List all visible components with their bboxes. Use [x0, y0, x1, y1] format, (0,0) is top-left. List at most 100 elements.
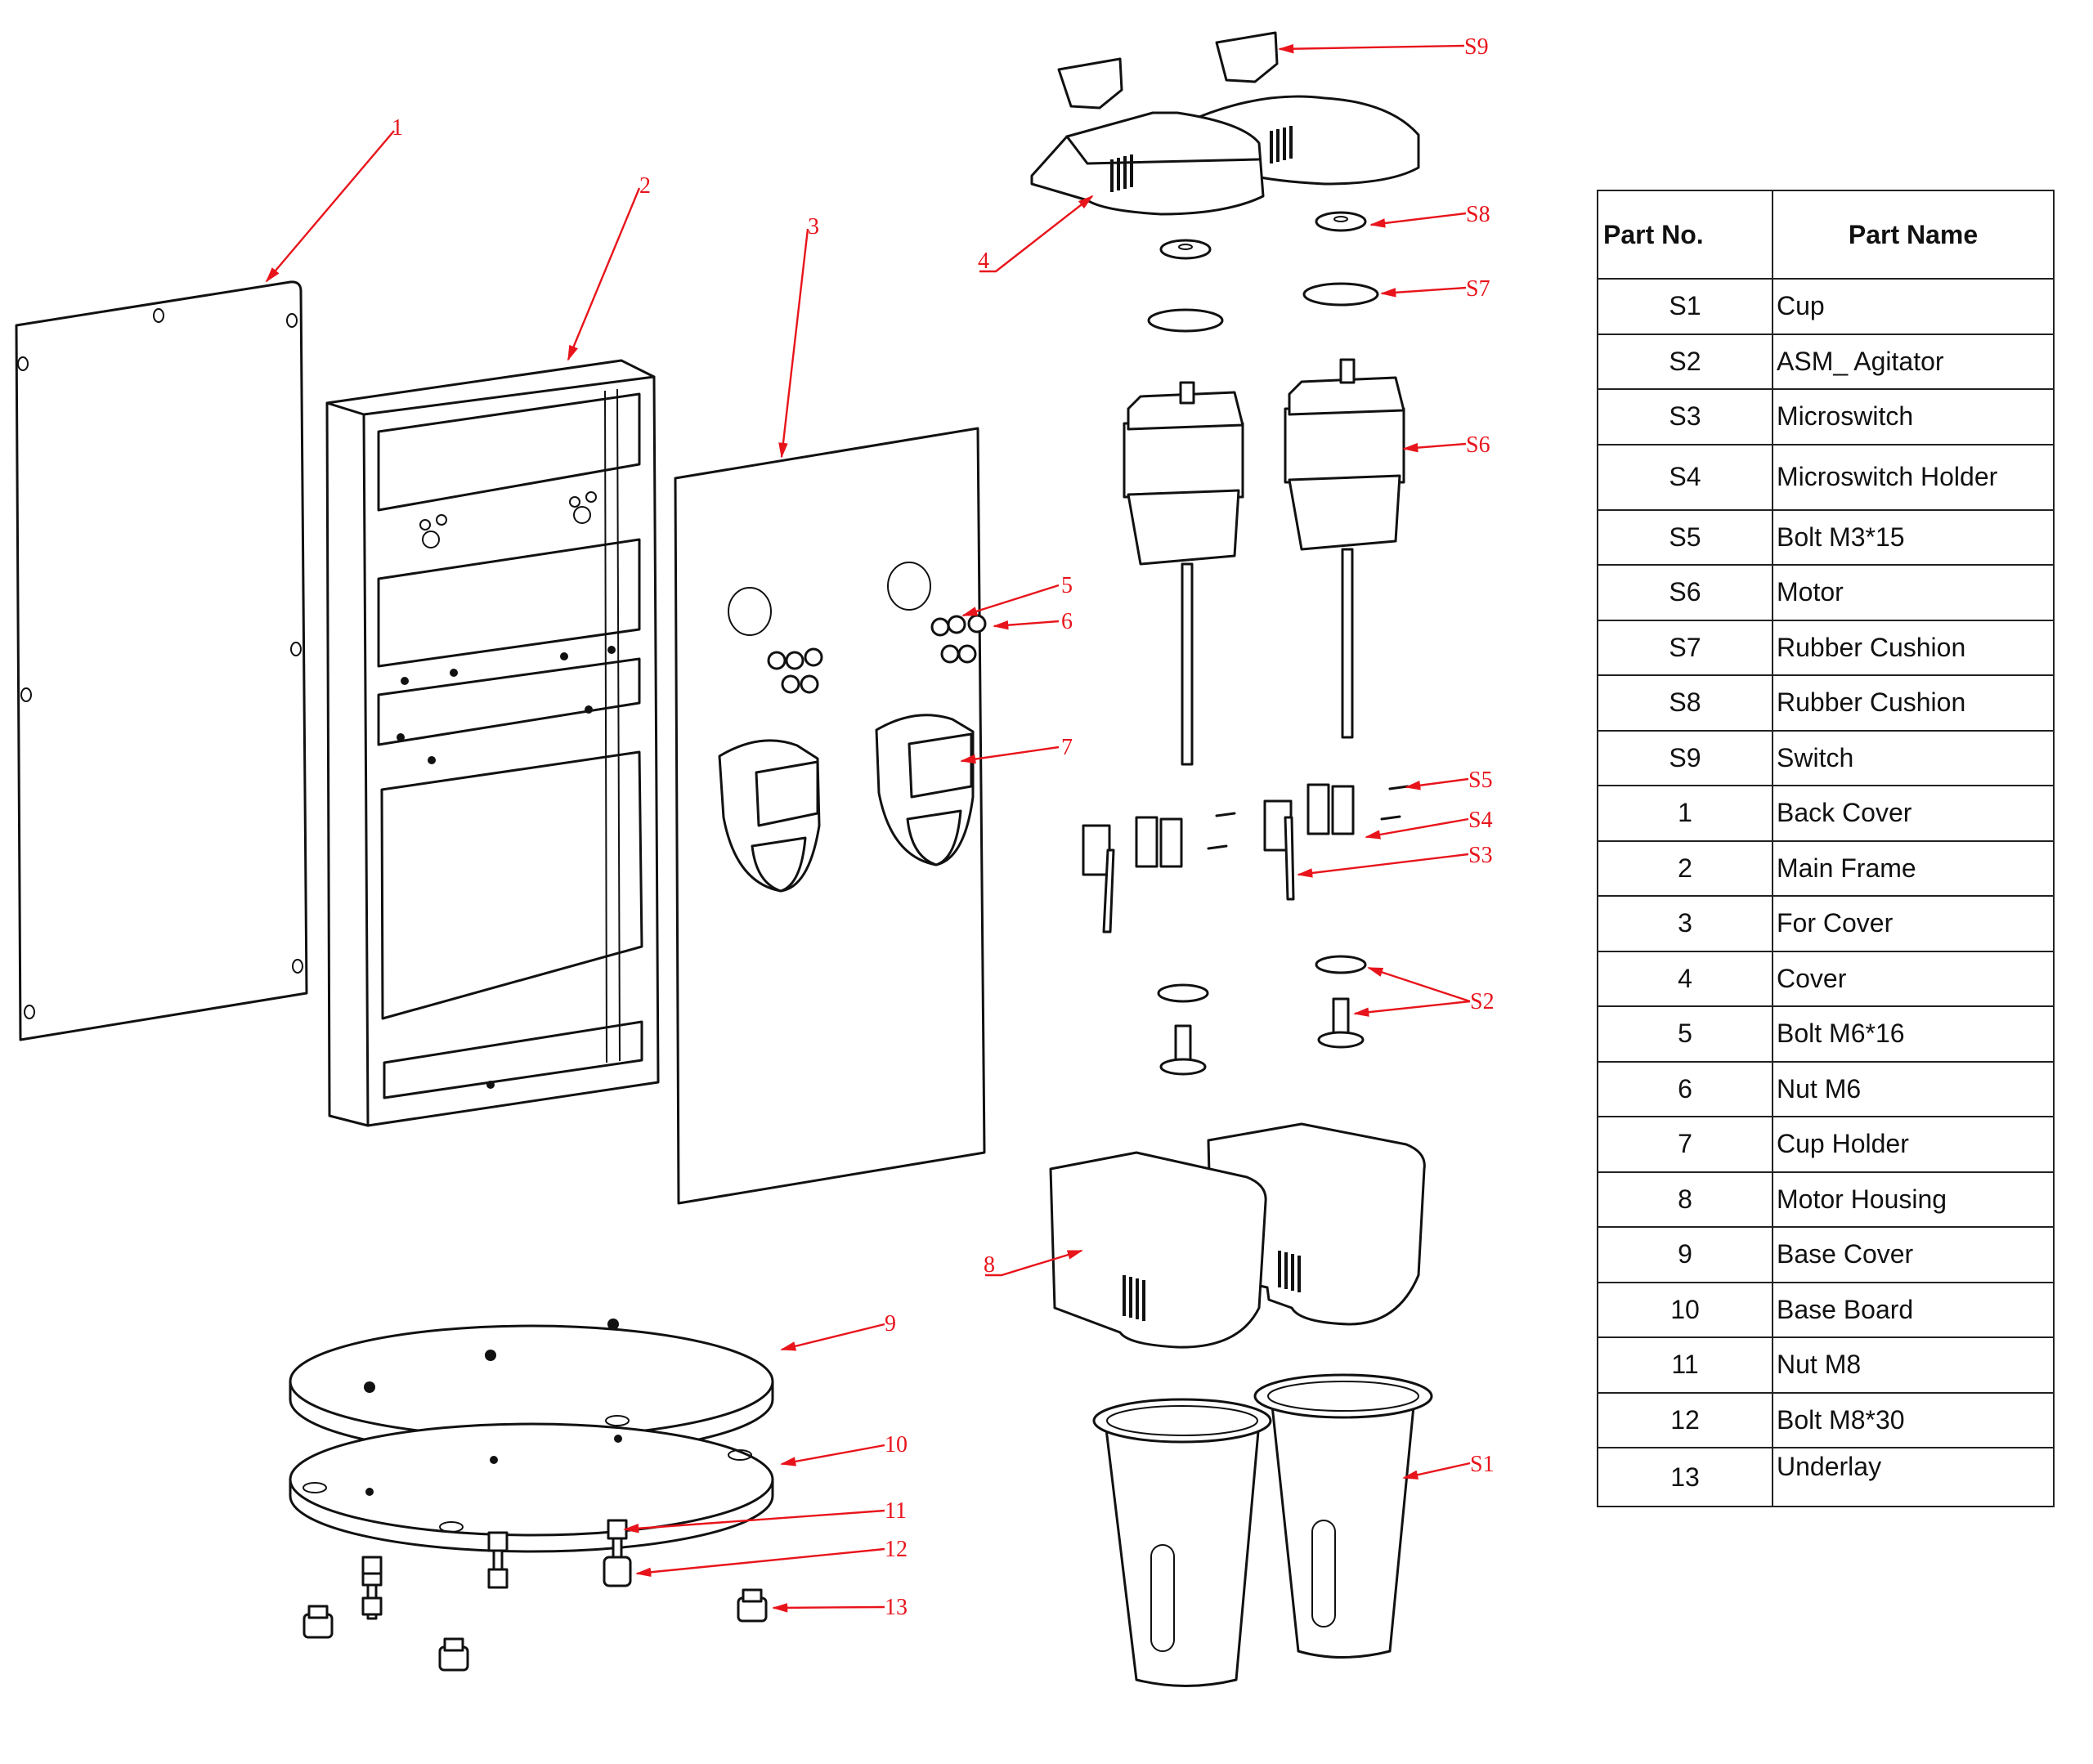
part-name-cell: Nut M8 — [1772, 1336, 2055, 1394]
cup-part — [1092, 1373, 1433, 1687]
callout-S7: S7 — [1380, 276, 1490, 302]
svg-text:S6: S6 — [1466, 432, 1490, 458]
callout-1: 1 — [265, 115, 403, 283]
callout-6: 6 — [993, 609, 1073, 634]
part-no-cell: S6 — [1597, 564, 1773, 621]
svg-text:11: 11 — [885, 1498, 907, 1524]
rubber-cushion-part — [1147, 211, 1379, 333]
svg-text:6: 6 — [1061, 609, 1073, 634]
part-name-cell: Nut M6 — [1772, 1060, 2055, 1117]
svg-text:4: 4 — [978, 248, 989, 274]
svg-text:7: 7 — [1061, 735, 1073, 760]
part-no-cell: 10 — [1597, 1281, 1773, 1338]
part-no-cell: 5 — [1597, 1005, 1773, 1063]
callout-S6: S6 — [1402, 432, 1490, 458]
part-name-cell: Main Frame — [1772, 839, 2055, 897]
part-name-cell: Bolt M8*30 — [1772, 1391, 2055, 1448]
part-name-cell: For Cover — [1772, 895, 2055, 952]
part-name-cell: Rubber Cushion — [1772, 674, 2055, 732]
part-no-cell: S9 — [1597, 729, 1773, 786]
part-no-cell: S4 — [1597, 443, 1773, 511]
part-no-cell: 4 — [1597, 950, 1773, 1007]
part-name-cell: Microswitch — [1772, 388, 2055, 445]
callout-11: 11 — [623, 1498, 907, 1533]
microswitch-part — [1082, 799, 1295, 933]
switch-part — [1057, 31, 1279, 110]
svg-text:8: 8 — [984, 1252, 995, 1278]
part-name-cell: Rubber Cushion — [1772, 619, 2055, 676]
part-name-cell: Back Cover — [1772, 785, 2055, 842]
part-no-cell: S2 — [1597, 333, 1773, 390]
top-cover-part — [1030, 95, 1420, 216]
part-no-cell: 9 — [1597, 1226, 1773, 1283]
base-bolt-nut-part — [361, 1519, 632, 1620]
base-board-part — [289, 1415, 774, 1553]
callout-5: 5 — [961, 573, 1073, 617]
parts-table-header: Part No. Part Name — [1597, 190, 2055, 280]
svg-text:S2: S2 — [1470, 989, 1495, 1014]
part-name-cell: Microswitch Holder — [1772, 443, 2055, 511]
callout-4: 4 — [978, 195, 1094, 274]
part-name-cell: Bolt M3*15 — [1772, 508, 2055, 566]
callout-8: 8 — [984, 1249, 1083, 1278]
part-name-cell: Base Board — [1772, 1281, 2055, 1338]
svg-text:S7: S7 — [1466, 276, 1490, 302]
callout-S5: S5 — [1405, 768, 1493, 793]
part-no-cell: S3 — [1597, 388, 1773, 445]
svg-text:S1: S1 — [1470, 1452, 1495, 1477]
callout-S1: S1 — [1402, 1452, 1495, 1480]
svg-text:9: 9 — [885, 1311, 896, 1336]
svg-text:S5: S5 — [1468, 768, 1493, 793]
part-no-cell: S8 — [1597, 674, 1773, 732]
part-no-cell: 11 — [1597, 1336, 1773, 1394]
svg-text:13: 13 — [885, 1595, 908, 1620]
part-no-cell: 7 — [1597, 1116, 1773, 1173]
part-name-cell: Bolt M6*16 — [1772, 1005, 2055, 1063]
header-part-name: Part Name — [1772, 190, 2055, 280]
part-name-cell: Underlay — [1772, 1447, 2055, 1507]
motor-housing-part — [1049, 1122, 1426, 1349]
svg-text:S8: S8 — [1466, 202, 1490, 227]
part-no-cell: 12 — [1597, 1391, 1773, 1448]
front-cover-part — [674, 427, 987, 1205]
part-no-cell: 3 — [1597, 895, 1773, 952]
callout-7: 7 — [960, 735, 1073, 764]
part-name-cell: Cover — [1772, 950, 2055, 1007]
callout-13: 13 — [772, 1595, 908, 1620]
svg-text:12: 12 — [885, 1537, 908, 1562]
bolt-nut-cluster — [767, 614, 987, 694]
callout-S9: S9 — [1278, 34, 1489, 60]
part-name-cell: Cup — [1772, 278, 2055, 335]
callout-12: 12 — [635, 1537, 908, 1578]
callouts: 1 2 3 4 5 6 7 8 9 10 11 12 13 S1 S2 S3 S… — [265, 34, 1495, 1620]
part-no-cell: S7 — [1597, 619, 1773, 676]
callout-10: 10 — [780, 1432, 908, 1466]
part-no-cell: 2 — [1597, 839, 1773, 897]
svg-text:3: 3 — [808, 214, 819, 240]
part-no-cell: 8 — [1597, 1171, 1773, 1228]
callout-2: 2 — [567, 173, 651, 361]
part-name-cell: ASM_ Agitator — [1772, 333, 2055, 390]
part-no-cell: S1 — [1597, 278, 1773, 335]
